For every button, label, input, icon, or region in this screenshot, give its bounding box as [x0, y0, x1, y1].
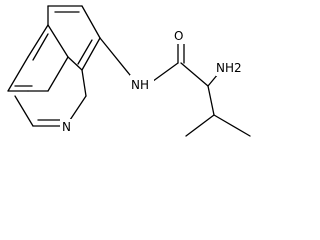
- bond: [213, 114, 251, 137]
- bond: [81, 69, 87, 97]
- quinoline-right-ring: [14, 5, 101, 127]
- bond-inner: [32, 33, 49, 61]
- atom-labels: O NH2 NH N: [60, 28, 244, 135]
- bond: [99, 37, 131, 76]
- bond-inner: [77, 39, 93, 65]
- bond: [27, 24, 49, 58]
- bond: [14, 95, 34, 127]
- bond: [185, 114, 215, 137]
- amide-nh-label: NH: [131, 78, 149, 92]
- bond: [207, 85, 215, 116]
- bond: [67, 56, 83, 71]
- bond: [7, 56, 29, 92]
- oxygen-label: O: [174, 29, 183, 43]
- quinoline-left-ring: [7, 24, 69, 92]
- amine-label: NH2: [216, 61, 242, 75]
- bond: [47, 56, 69, 92]
- ring-n-label: N: [62, 120, 71, 134]
- bond: [47, 24, 69, 58]
- bond: [81, 5, 101, 39]
- bond: [81, 37, 101, 71]
- side-chain: [99, 37, 251, 137]
- molecule-structure: O NH2 NH N: [7, 5, 251, 137]
- bond: [180, 62, 209, 87]
